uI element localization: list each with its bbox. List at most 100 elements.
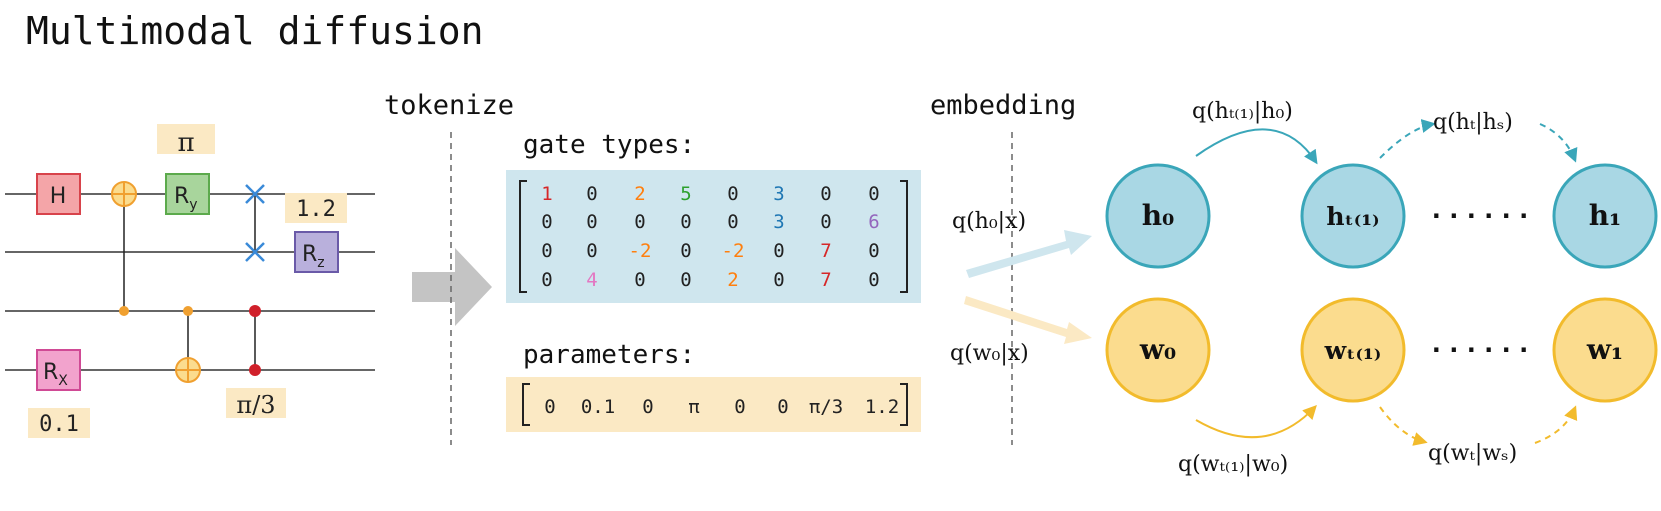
matrix-cell: 0 xyxy=(820,183,831,205)
hadamard-gate xyxy=(36,173,81,215)
rz-gate xyxy=(294,231,339,273)
rx-gate-label: RX xyxy=(43,360,68,389)
parameter-cell: 1.2 xyxy=(865,396,899,418)
matrix-cell: 2 xyxy=(634,183,645,205)
matrix-cell: 5 xyxy=(680,183,691,205)
node-ht1-label: hₜ₍₁₎ xyxy=(1326,202,1379,231)
tokenize-label: tokenize xyxy=(384,90,514,121)
q-ht-hs: q(hₜ|hₛ) xyxy=(1433,110,1513,135)
parameters-cells: 0 0.1 0 π 0 0 π/3 1.2 xyxy=(544,396,899,418)
q-wt1-w0: q(wₜ₍₁₎|w₀) xyxy=(1178,452,1288,477)
gate-matrix-bracket-right xyxy=(900,180,908,293)
node-w1 xyxy=(1552,297,1658,403)
q-w0-x: q(w₀|x) xyxy=(950,341,1029,366)
cphase-param-box xyxy=(226,388,286,418)
gate-types-label: gate types: xyxy=(523,130,695,160)
arrow-h0-ht1 xyxy=(1195,128,1318,165)
cnot-1-control xyxy=(119,306,129,316)
cphase-dot-bottom xyxy=(249,364,261,376)
q-ht1-h0: q(hₜ₍₁₎|h₀) xyxy=(1192,99,1293,124)
matrix-cell: 0 xyxy=(868,183,879,205)
swap-cross-bottom xyxy=(245,242,265,262)
parameter-cell: 0.1 xyxy=(581,396,615,418)
matrix-cell: 3 xyxy=(773,183,784,205)
matrix-cell: 7 xyxy=(820,240,831,262)
parameters-bracket-left xyxy=(522,383,530,426)
parameters-label: parameters: xyxy=(523,340,695,370)
ry-param: π xyxy=(177,128,194,158)
arrow-ht-hs-out xyxy=(1539,123,1578,163)
arrow-w0-wt1 xyxy=(1195,404,1317,439)
matrix-cell: 0 xyxy=(727,183,738,205)
arrow-wt-ws-in xyxy=(1379,406,1428,446)
parameter-cell: π/3 xyxy=(809,396,843,418)
node-w1-label: w₁ xyxy=(1586,333,1623,366)
rz-gate-label: Rz xyxy=(302,242,325,271)
rx-param-box xyxy=(28,408,90,438)
matrix-cell: 0 xyxy=(586,211,597,233)
node-h0 xyxy=(1105,163,1211,269)
tokenize-arrow xyxy=(412,248,492,326)
node-h1 xyxy=(1552,163,1658,269)
node-ht1 xyxy=(1300,163,1406,269)
parameter-cell: 0 xyxy=(777,396,788,418)
matrix-cell: 0 xyxy=(634,269,645,291)
ry-gate xyxy=(165,173,210,215)
matrix-cell: 0 xyxy=(680,211,691,233)
arrow-wt-ws-out xyxy=(1534,405,1578,444)
matrix-cell: 0 xyxy=(634,211,645,233)
cphase-dot-top xyxy=(249,305,261,317)
matrix-cell: 6 xyxy=(868,211,879,233)
matrix-cell: 3 xyxy=(773,211,784,233)
matrix-cell: 0 xyxy=(680,240,691,262)
matrix-cell: 0 xyxy=(586,183,597,205)
page-title: Multimodal diffusion xyxy=(26,9,484,53)
embedding-label: embedding xyxy=(930,90,1076,121)
matrix-cell: 0 xyxy=(773,240,784,262)
matrix-cell: 0 xyxy=(541,211,552,233)
ry-param-box xyxy=(157,124,215,154)
parameters-bracket-right xyxy=(900,383,908,426)
swap-cross-top xyxy=(245,184,265,204)
gate-matrix-bg xyxy=(506,170,921,303)
gate-matrix-bracket-left xyxy=(519,180,527,293)
rx-gate xyxy=(36,349,81,391)
matrix-cell: 0 xyxy=(868,240,879,262)
parameter-cell: 0 xyxy=(734,396,745,418)
cnot-2-control xyxy=(183,306,193,316)
rz-param-box xyxy=(285,193,347,223)
matrix-cell: 0 xyxy=(541,240,552,262)
node-w0 xyxy=(1105,297,1211,403)
matrix-cell: 7 xyxy=(820,269,831,291)
node-h1-label: h₁ xyxy=(1589,199,1622,232)
matrix-cell: 0 xyxy=(868,269,879,291)
embed-arrow-h xyxy=(966,230,1092,278)
arrow-ht-hs-in xyxy=(1379,119,1436,159)
rz-param: 1.2 xyxy=(296,197,336,222)
node-wt1 xyxy=(1300,297,1406,403)
matrix-cell: 1 xyxy=(541,183,552,205)
matrix-cell: 2 xyxy=(727,269,738,291)
node-w0-label: w₀ xyxy=(1139,333,1176,366)
matrix-cell: 0 xyxy=(773,269,784,291)
parameters-bg xyxy=(506,377,921,432)
rx-param: 0.1 xyxy=(39,412,79,437)
w-chain-dots: · · · · · · xyxy=(1432,336,1528,364)
embed-arrow-w xyxy=(964,296,1092,344)
matrix-cell: -2 xyxy=(629,240,652,262)
parameter-cell: 0 xyxy=(642,396,653,418)
matrix-cell: 0 xyxy=(541,269,552,291)
quantum-circuit: H π Ry π/3 1.2 Rz RX xyxy=(5,124,375,438)
node-wt1-label: wₜ₍₁₎ xyxy=(1324,336,1382,365)
diffusion-graph: h₀ hₜ₍₁₎ h₁ w₀ wₜ₍₁₎ w₁ · · · · · · · · … xyxy=(1105,99,1658,477)
matrix-cell: -2 xyxy=(722,240,745,262)
ry-gate-label: Ry xyxy=(174,184,198,213)
parameter-cell: π xyxy=(688,396,699,418)
matrix-cell: 0 xyxy=(586,240,597,262)
matrix-cell: 0 xyxy=(820,211,831,233)
cphase-param: π/3 xyxy=(236,391,275,419)
parameter-cell: 0 xyxy=(544,396,555,418)
matrix-cell: 4 xyxy=(586,269,597,291)
